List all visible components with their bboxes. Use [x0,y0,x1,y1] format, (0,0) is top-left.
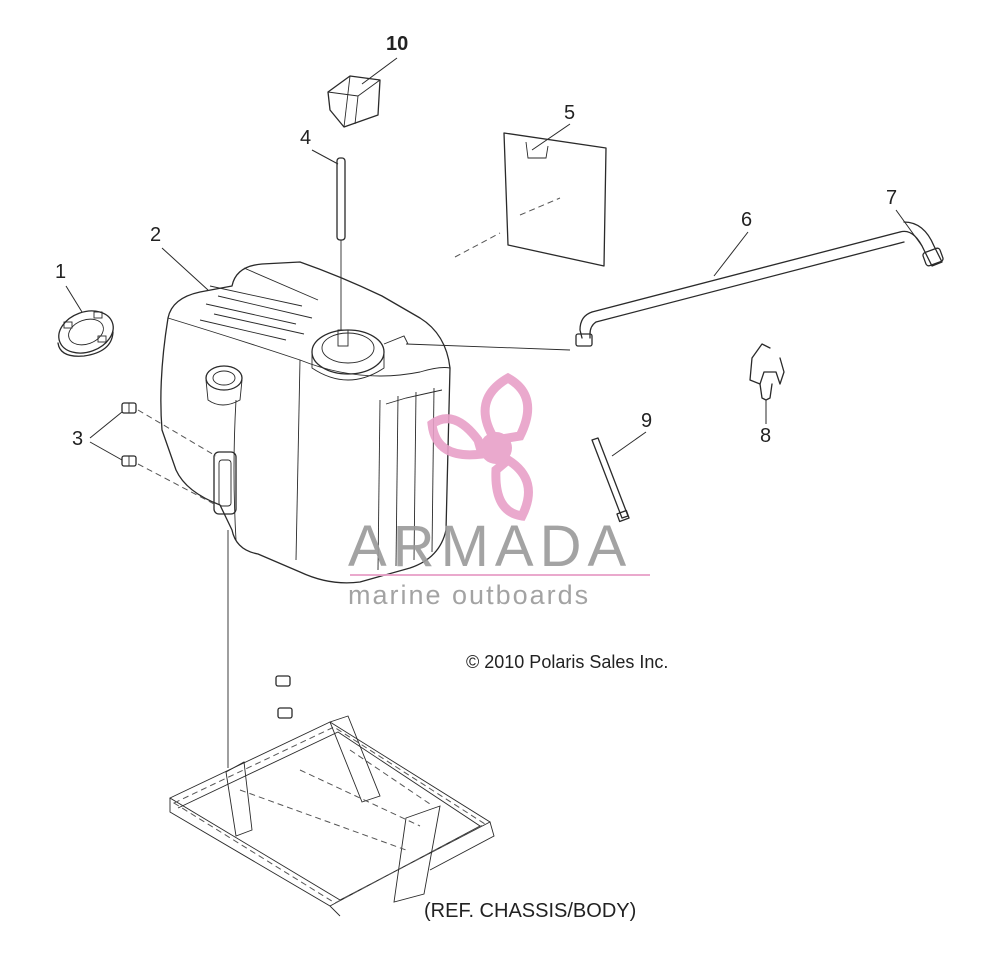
chassis-frame-reference [169,530,495,917]
part-5-decal [454,132,607,267]
callout-6: 6 [741,209,752,231]
armada-watermark: ARMADA marine outboards [348,372,650,610]
callout-2: 2 [150,224,161,246]
callout-3: 3 [72,428,83,450]
copyright-text: © 2010 Polaris Sales Inc. [466,652,668,672]
propeller-logo [427,372,533,521]
part-1-cap [57,310,114,357]
part-7-connector [899,221,944,267]
callout-4: 4 [300,127,311,149]
callout-10: 10 [386,33,408,55]
part-9-strap [591,437,630,523]
part-6-hose [575,231,905,347]
part-8-clip [749,343,785,401]
watermark-tagline: marine outboards [348,580,590,610]
callout-9: 9 [641,410,652,432]
part-2-fuel-tank [160,261,451,584]
part-3-bolts [121,402,217,506]
callout-7: 7 [886,187,897,209]
callout-8: 8 [760,425,771,447]
callout-1: 1 [55,261,66,283]
part-10-block [327,75,381,128]
reference-note: (REF. CHASSIS/BODY) [424,900,636,922]
watermark-brand: ARMADA [348,514,632,579]
callout-5: 5 [564,102,575,124]
part-4-rod [336,157,346,330]
